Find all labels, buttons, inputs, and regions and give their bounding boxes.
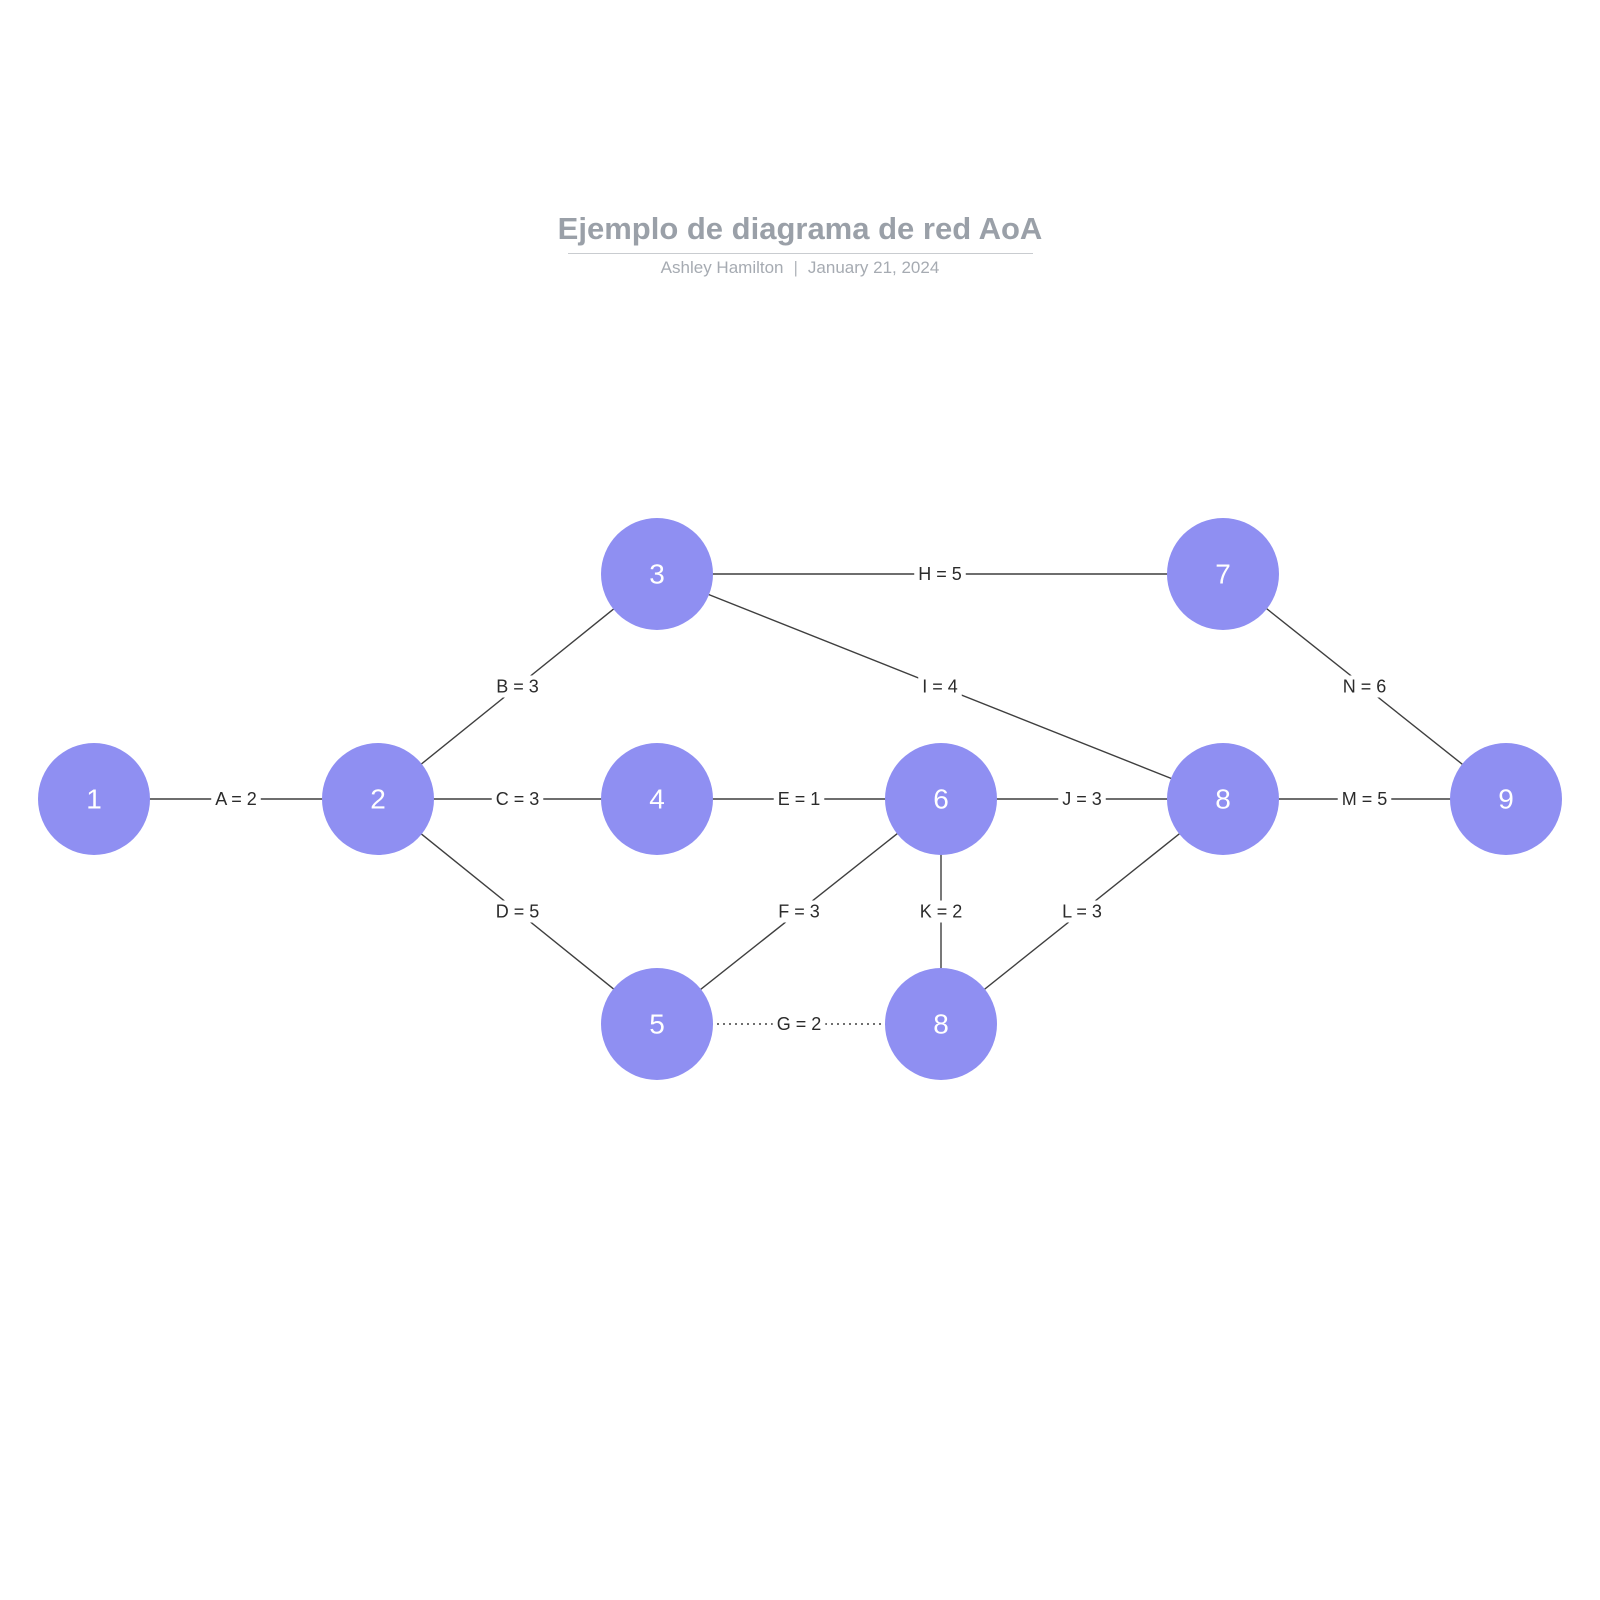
node-label: 1 xyxy=(86,784,102,815)
edge-label-L: L = 3 xyxy=(1062,902,1102,922)
edge-label-backing xyxy=(1058,900,1106,923)
edge-label-A: A = 2 xyxy=(215,789,257,809)
node-label: 8 xyxy=(933,1009,949,1040)
author-name: Ashley Hamilton xyxy=(660,258,784,277)
node-label: 5 xyxy=(649,1009,665,1040)
node-n6: 6 xyxy=(885,743,997,855)
edge-label-backing xyxy=(491,900,544,923)
edge-label-backing xyxy=(772,1013,826,1035)
edge-label-backing xyxy=(774,900,824,923)
node-label: 3 xyxy=(649,559,665,590)
edge-label-backing xyxy=(491,788,544,810)
edge-label-backing xyxy=(773,788,825,810)
edge-label-I: I = 4 xyxy=(922,677,958,697)
edge-label-backing xyxy=(918,675,962,698)
node-n8: 8 xyxy=(1167,743,1279,855)
edge-label-C: C = 3 xyxy=(496,789,540,809)
node-circle xyxy=(1450,743,1562,855)
title-block: Ejemplo de diagrama de red AoA Ashley Ha… xyxy=(0,212,1600,278)
node-circle xyxy=(601,968,713,1080)
edge-label-backing xyxy=(1337,788,1392,810)
node-label: 2 xyxy=(370,784,386,815)
node-circle xyxy=(1167,743,1279,855)
edge-label-backing xyxy=(914,563,966,585)
node-circle xyxy=(885,743,997,855)
edge-label-K: K = 2 xyxy=(920,902,963,922)
edge-label-E: E = 1 xyxy=(778,789,821,809)
node-n4: 4 xyxy=(601,743,713,855)
node-circle xyxy=(38,743,150,855)
node-n8b: 8 xyxy=(885,968,997,1080)
node-label: 7 xyxy=(1215,559,1231,590)
node-circle xyxy=(1167,518,1279,630)
edge-label-backing xyxy=(492,675,543,698)
node-n5: 5 xyxy=(601,968,713,1080)
node-n1: 1 xyxy=(38,743,150,855)
diagram-title: Ejemplo de diagrama de red AoA xyxy=(557,211,1043,246)
subtitle-separator: | xyxy=(793,258,798,277)
edge-label-D: D = 5 xyxy=(496,902,540,922)
edge-label-F: F = 3 xyxy=(778,902,820,922)
edge-label-J: J = 3 xyxy=(1062,789,1102,809)
node-n3: 3 xyxy=(601,518,713,630)
title-divider xyxy=(567,253,1033,254)
edge-label-backing xyxy=(211,788,261,810)
diagram-subtitle: Ashley Hamilton | January 21, 2024 xyxy=(0,258,1600,278)
edge-label-backing xyxy=(1338,675,1391,698)
node-n2: 2 xyxy=(322,743,434,855)
edge-label-H: H = 5 xyxy=(918,564,962,584)
node-circle xyxy=(601,518,713,630)
node-label: 9 xyxy=(1498,784,1514,815)
node-label: 8 xyxy=(1215,784,1231,815)
edge-label-N: N = 6 xyxy=(1343,677,1387,697)
edge-label-backing xyxy=(915,900,967,923)
diagram-date: January 21, 2024 xyxy=(807,258,940,277)
edge-label-B: B = 3 xyxy=(496,677,539,697)
node-n9: 9 xyxy=(1450,743,1562,855)
edge-label-G: G = 2 xyxy=(777,1014,822,1034)
node-circle xyxy=(322,743,434,855)
edge-label-M: M = 5 xyxy=(1342,789,1388,809)
node-label: 4 xyxy=(649,784,665,815)
node-n7: 7 xyxy=(1167,518,1279,630)
node-circle xyxy=(885,968,997,1080)
node-label: 6 xyxy=(933,784,949,815)
node-circle xyxy=(601,743,713,855)
edge-label-backing xyxy=(1058,788,1106,810)
